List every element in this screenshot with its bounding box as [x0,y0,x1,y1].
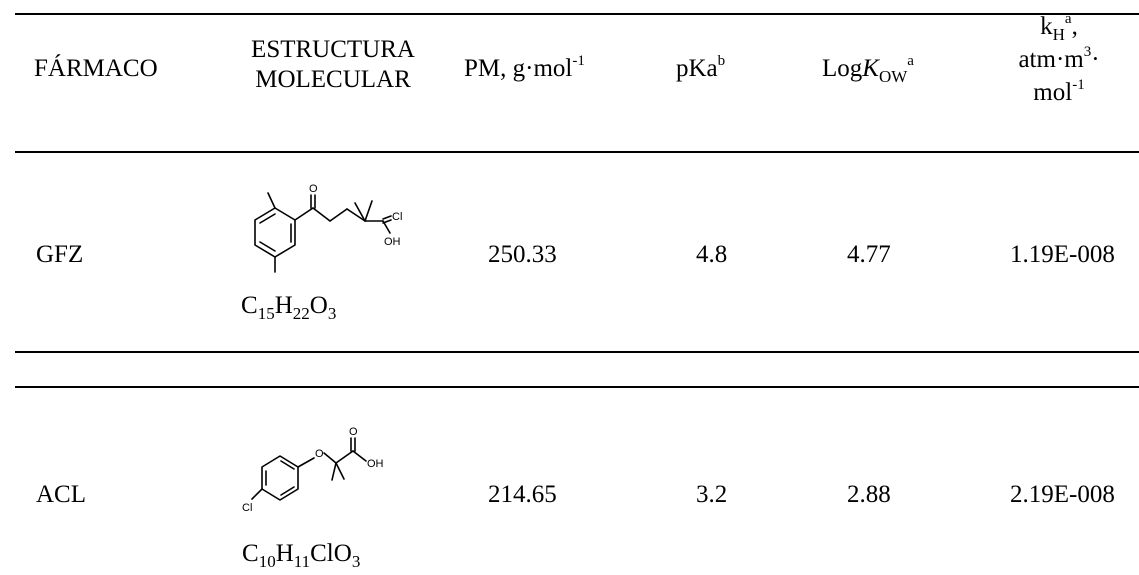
cell-formula: C15H22O3 [241,292,337,323]
cell-kh: 1.19E-008 [1010,241,1115,268]
molecule-structure-gfz: O Cl OH [220,165,450,310]
cell-pm: 250.33 [488,241,557,268]
header-bottom-rule [15,151,1139,153]
cell-logkow: 2.88 [847,481,891,508]
row1-bottom-rule [15,351,1139,353]
cell-pm: 214.65 [488,481,557,508]
cell-formula: C10H11ClO3 [242,540,361,571]
cell-pka: 4.8 [696,241,728,268]
cell-pka: 3.2 [696,481,728,508]
header-pm: PM, g·mol-1 [464,53,585,83]
atom-label-oh: OH [384,236,401,248]
header-estructura-molecular: ESTRUCTURA MOLECULAR [251,36,415,93]
table-top-rule [15,13,1139,15]
header-farmaco: FÁRMACO [34,55,158,82]
cell-farmaco: GFZ [36,241,84,268]
atom-label-o: O [309,183,318,195]
row2-top-rule [15,386,1139,388]
cell-kh: 2.19E-008 [1010,481,1115,508]
atom-label-o: O [315,448,324,460]
header-pka: pKab [676,53,726,83]
atom-label-oh: OH [367,458,384,470]
cell-logkow: 4.77 [847,241,891,268]
atom-label-o: O [349,426,358,438]
atom-label-cl: Cl [392,211,402,223]
atom-label-cl: Cl [242,502,252,514]
molecule-structure-acl: O O OH Cl [220,395,450,560]
header-kh: kHa, atm·m3· mol-1 [1018,11,1100,107]
cell-farmaco: ACL [36,481,86,508]
header-logkow: LogKOWa [822,53,914,86]
